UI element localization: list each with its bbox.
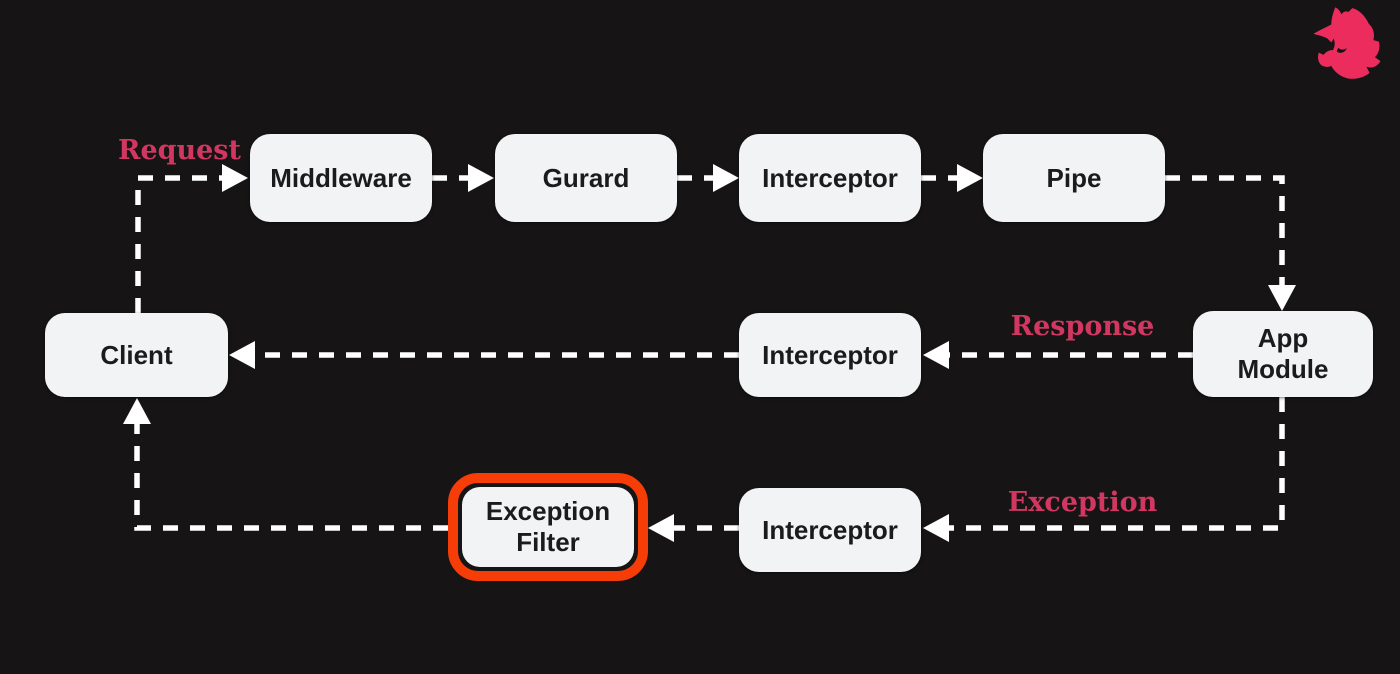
node-middleware: Middleware (250, 134, 432, 222)
node-pipe-label: Pipe (1046, 162, 1102, 193)
node-app-module-label: App Module (1237, 323, 1329, 384)
arrowhead-into-pipe-icon (957, 164, 983, 192)
nestjs-logo-icon (1313, 7, 1381, 79)
edge-label-exception: Exception (1007, 487, 1158, 518)
arrowhead-into-guard-icon (468, 164, 494, 192)
edge-label-response: Response (1010, 311, 1155, 342)
arrowhead-into-client-right-icon (229, 341, 255, 369)
node-guard: Gurard (495, 134, 677, 222)
arrowhead-into-client-bottom-icon (123, 398, 151, 424)
wire-exceptionfilter-client (134, 424, 448, 531)
wire-client-middleware (135, 175, 222, 313)
node-client: Client (45, 313, 228, 397)
arrowhead-into-interceptor-mid-icon (923, 341, 949, 369)
arrowhead-into-middleware-icon (222, 164, 248, 192)
arrowhead-into-interceptor-top-icon (713, 164, 739, 192)
node-interceptor-mid: Interceptor (739, 313, 921, 397)
node-exception-filter-highlight: Exception Filter (448, 473, 648, 581)
node-exception-filter: Exception Filter (462, 487, 634, 567)
node-interceptor-top-label: Interceptor (762, 162, 898, 193)
node-interceptor-top: Interceptor (739, 134, 921, 222)
edge-label-request: Request (118, 135, 241, 166)
node-interceptor-mid-label: Interceptor (762, 339, 898, 370)
arrowhead-into-appmodule-icon (1268, 285, 1296, 311)
node-interceptor-bottom-label: Interceptor (762, 514, 898, 545)
node-client-label: Client (100, 339, 173, 370)
arrowhead-into-interceptor-bottom-icon (923, 514, 949, 542)
arrowhead-into-exceptionfilter-icon (648, 514, 674, 542)
wire-appmodule-interceptor-bottom (949, 397, 1285, 531)
node-pipe: Pipe (983, 134, 1165, 222)
node-middleware-label: Middleware (270, 162, 412, 193)
node-app-module: App Module (1193, 311, 1373, 397)
wire-pipe-appmodule (1165, 175, 1285, 285)
node-exception-filter-label: Exception Filter (485, 496, 611, 557)
node-guard-label: Gurard (542, 162, 630, 193)
node-interceptor-bottom: Interceptor (739, 488, 921, 572)
